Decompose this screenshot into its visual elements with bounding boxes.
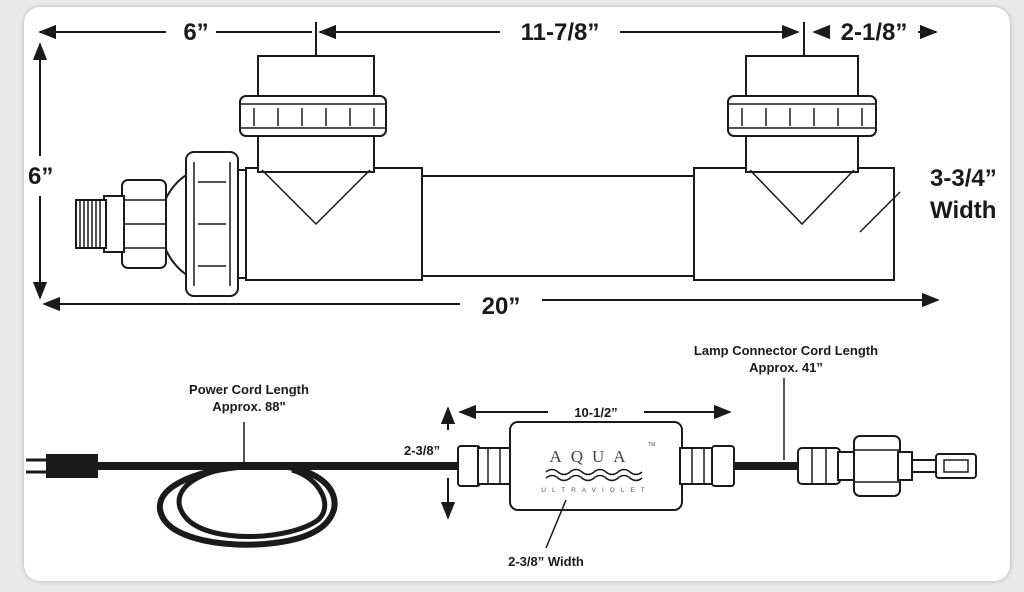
overall-length-label: 20”: [482, 293, 521, 320]
power-plug: [46, 454, 98, 478]
body-width-value: 3-3/4”: [930, 165, 997, 192]
height-label: 6”: [28, 163, 53, 190]
right-port-pipe: [745, 55, 859, 101]
left-port-seam: [261, 169, 371, 226]
ballast-right-gland-nut: [711, 445, 735, 487]
body-width-label: Width: [930, 197, 996, 224]
lamp-cord-value: Approx. 41”: [749, 360, 823, 375]
brand-wave-bottom: [545, 474, 643, 482]
lamp-connector-nut: [853, 435, 901, 497]
left-port-neck: [257, 131, 375, 173]
power-cord-value: Approx. 88": [212, 399, 285, 414]
threaded-nipple: [75, 199, 107, 249]
right-union-nut: [727, 95, 877, 137]
inlet-offset-label: 6”: [183, 19, 208, 46]
left-union-nut: [239, 95, 387, 137]
brand-wave-top: [545, 468, 643, 476]
lamp-connector-boot: [897, 451, 913, 481]
right-tee-body: [693, 167, 895, 281]
ballast-unit: AQUA TM ULTRAVIOLET: [457, 421, 735, 511]
bottom-dimension-lines: [440, 404, 732, 549]
sterilizer-unit: [75, 55, 895, 297]
lamp-connector-cord: [734, 378, 977, 497]
lamp-plug: [935, 453, 977, 479]
center-tube: [419, 175, 697, 277]
outlet-offset-label: 2-1/8”: [841, 19, 908, 46]
right-port-seam: [749, 169, 855, 226]
lamp-cord-gland: [797, 447, 841, 485]
brand-trademark: TM: [648, 442, 655, 448]
brand-logo: AQUA: [549, 447, 634, 466]
ballast-left-gland: [477, 447, 513, 485]
left-port-pipe: [257, 55, 375, 101]
power-cord-title: Power Cord Length: [189, 382, 309, 397]
top-dimension-lines: [32, 22, 940, 312]
ballast-box: [509, 421, 683, 511]
power-cord-coil: [157, 463, 338, 548]
port-spacing-label: 11-7/8”: [521, 19, 600, 46]
ballast-left-gland-nut: [457, 445, 481, 487]
brand-subtitle: ULTRAVIOLET: [541, 487, 650, 494]
left-tee-body: [245, 167, 423, 281]
right-port-neck: [745, 131, 859, 173]
power-cord: [26, 422, 460, 548]
ballast-width-label: 2-3/8” Width: [508, 554, 584, 569]
end-cap-ring: [237, 169, 247, 279]
ballast-length-label: 10-1/2”: [574, 405, 617, 420]
lamp-cord-title: Lamp Connector Cord Length: [694, 343, 878, 358]
ballast-height-label: 2-3/8”: [404, 443, 440, 458]
ballast-right-gland: [679, 447, 715, 485]
